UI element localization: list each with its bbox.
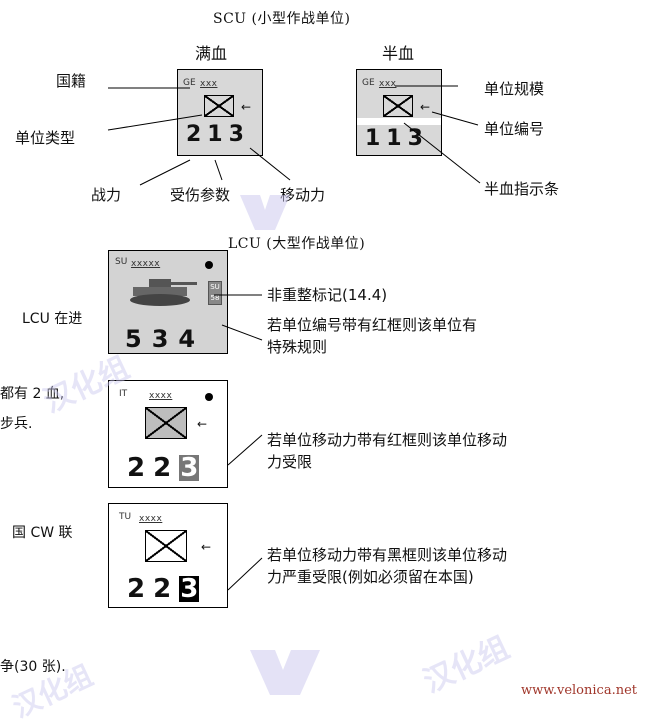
left-fragment-3: 步兵. [0, 416, 33, 432]
note-black-mp: 若单位移动力带有黑框则该单位移动 力严重受限(例如必须留在本国) [267, 544, 507, 588]
left-fragment-4: 国 CW 联 [12, 525, 73, 541]
label-combat-strength: 战力 [91, 186, 122, 204]
lcu-tu-counter: TU xxxx ← 223 [108, 503, 228, 608]
note-red-id: 若单位编号带有红框则该单位有 特殊规则 [267, 314, 477, 358]
label-movement: 移动力 [280, 186, 326, 204]
unit-stats: 534 [125, 325, 205, 353]
half-strength-heading: 半血 [382, 44, 415, 63]
unit-stats: 223 [127, 574, 200, 604]
lcu-title: LCU (大型作战单位) [228, 236, 366, 252]
watermark-logo-icon [250, 650, 320, 695]
note-non-reorg: 非重整标记(14.4) [267, 286, 388, 304]
lcu-it-counter: IT xxxx ← 223 [108, 380, 228, 488]
stat-strength: 2 [127, 453, 154, 483]
label-nationality: 国籍 [56, 72, 87, 90]
nationality-code: SU [115, 257, 128, 267]
watermark-logo-icon [240, 195, 290, 230]
arrow-left-icon: ← [197, 417, 208, 431]
website-link[interactable]: www.velonica.net [521, 683, 637, 698]
nationality-code: IT [119, 389, 128, 399]
unit-stats: 213 [186, 122, 250, 147]
stat-damage: 3 [151, 325, 179, 353]
stat-damage: 2 [153, 453, 180, 483]
note-red-mp-line2: 力受限 [267, 453, 313, 471]
half-strength-bar [357, 118, 441, 125]
note-black-mp-line2: 力严重受限(例如必须留在本国) [267, 568, 474, 586]
note-red-id-line1: 若单位编号带有红框则该单位有 [267, 316, 478, 334]
unit-stats: 223 [127, 453, 200, 483]
unit-size-marker: xxxx [149, 391, 173, 401]
infantry-symbol-icon [145, 530, 187, 562]
nationality-code: TU [119, 512, 132, 522]
unit-size-marker: xxxx [139, 514, 163, 524]
note-red-id-line2: 特殊规则 [267, 338, 328, 356]
non-reorg-dot-icon [205, 393, 213, 401]
full-strength-heading: 满血 [195, 44, 228, 63]
scu-full-counter: GE xxx ← 213 [177, 69, 263, 156]
note-black-mp-line1: 若单位移动力带有黑框则该单位移动 [267, 546, 508, 564]
stat-movement-black-box: 3 [179, 574, 200, 604]
scu-leader-lines [107, 85, 481, 186]
stat-movement: 4 [178, 325, 206, 353]
lcu-leader-lines [214, 294, 263, 591]
watermark: 汉化组 [418, 630, 515, 701]
infantry-symbol-icon [383, 95, 413, 117]
scu-half-counter: GE xxx ← 113 [356, 69, 442, 156]
unit-size-marker: xxx [200, 79, 218, 89]
stat-strength: 2 [127, 574, 154, 604]
label-half-bar: 半血指示条 [484, 180, 560, 198]
arrow-left-icon: ← [241, 100, 252, 114]
arrow-left-icon: ← [201, 540, 212, 554]
left-fragment-5: 争(30 张). [0, 659, 66, 675]
non-reorg-dot-icon [205, 261, 213, 269]
note-red-mp-line1: 若单位移动力带有红框则该单位移动 [267, 431, 508, 449]
arrow-left-icon: ← [420, 100, 431, 114]
stat-movement-red-box: 3 [179, 453, 200, 483]
unit-size-marker: xxx [379, 79, 397, 89]
left-fragment-2: 都有 2 血, [0, 386, 65, 402]
note-red-mp: 若单位移动力带有红框则该单位移动 力受限 [267, 429, 507, 473]
left-fragment-1: LCU 在进 [22, 311, 83, 327]
nationality-code: GE [362, 78, 375, 88]
stat-damage: 2 [153, 574, 180, 604]
scu-title: SCU (小型作战单位) [213, 11, 351, 27]
infantry-symbol-icon [145, 407, 187, 439]
stat-strength: 5 [125, 325, 152, 353]
label-unit-size: 单位规模 [484, 80, 545, 98]
label-damage-factor: 受伤参数 [170, 186, 231, 204]
nationality-code: GE [183, 78, 196, 88]
tank-icon [130, 279, 197, 306]
unit-size-marker: xxxxx [131, 259, 161, 269]
label-unit-id: 单位编号 [484, 120, 545, 138]
label-unit-type: 单位类型 [15, 129, 76, 147]
infantry-symbol-icon [204, 95, 234, 117]
